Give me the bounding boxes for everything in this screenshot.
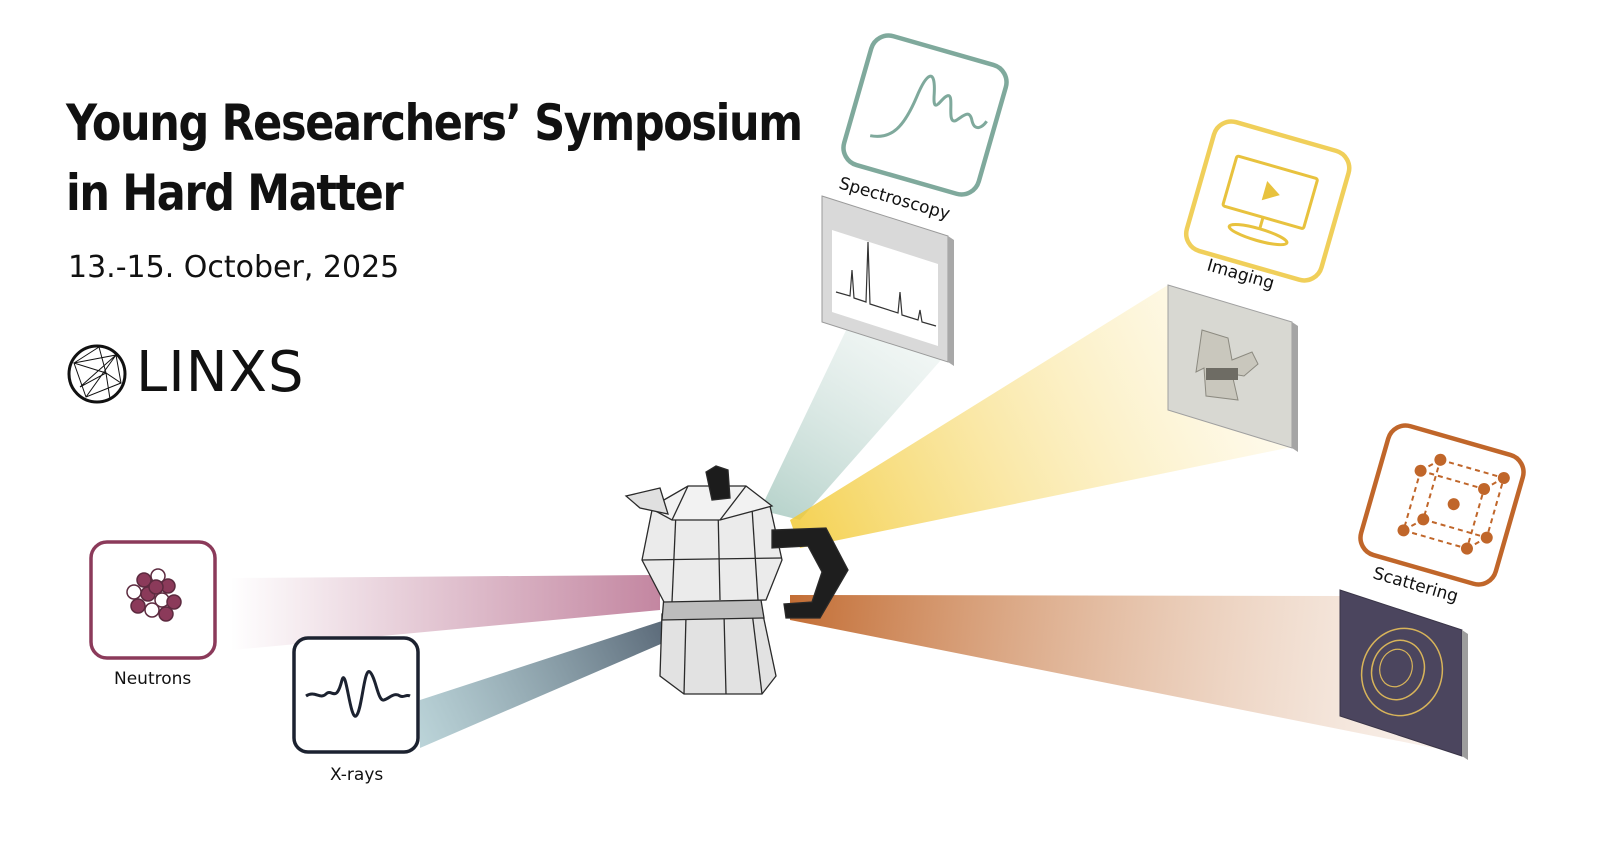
network-globe-icon <box>67 344 127 404</box>
spectroscopy-beam <box>760 322 948 520</box>
monitor-play-icon <box>1221 154 1319 247</box>
wave-packet-icon <box>305 670 411 718</box>
title-line-1: Young Researchers’ Symposium <box>66 94 803 152</box>
title-line-2: in Hard Matter <box>66 164 404 222</box>
xray-beam <box>420 620 670 748</box>
moka-pot-icon <box>624 465 849 695</box>
xrays-source <box>292 636 420 754</box>
event-dates: 13.-15. October, 2025 <box>68 250 400 285</box>
spectrum-graph-icon <box>869 74 988 138</box>
symposium-title: Young Researchers’ Symposium in Hard Mat… <box>66 88 803 228</box>
spectroscopy-panel <box>821 195 954 366</box>
crystal-lattice-icon <box>1397 453 1510 555</box>
imaging-panel <box>1167 284 1298 452</box>
neutrons-source <box>89 540 217 660</box>
scattering-beam <box>790 595 1454 752</box>
linxs-logo-text: LINXS <box>136 340 305 405</box>
scattering-panel <box>1339 589 1468 760</box>
xrays-label: X-rays <box>330 765 383 785</box>
neutron-nucleus-icon <box>126 568 182 622</box>
imaging-card <box>1183 119 1352 283</box>
spectroscopy-card <box>841 33 1009 197</box>
imaging-beam <box>790 285 1292 548</box>
neutron-beam <box>232 575 660 650</box>
scattering-card <box>1358 423 1526 587</box>
neutrons-label: Neutrons <box>114 669 191 689</box>
